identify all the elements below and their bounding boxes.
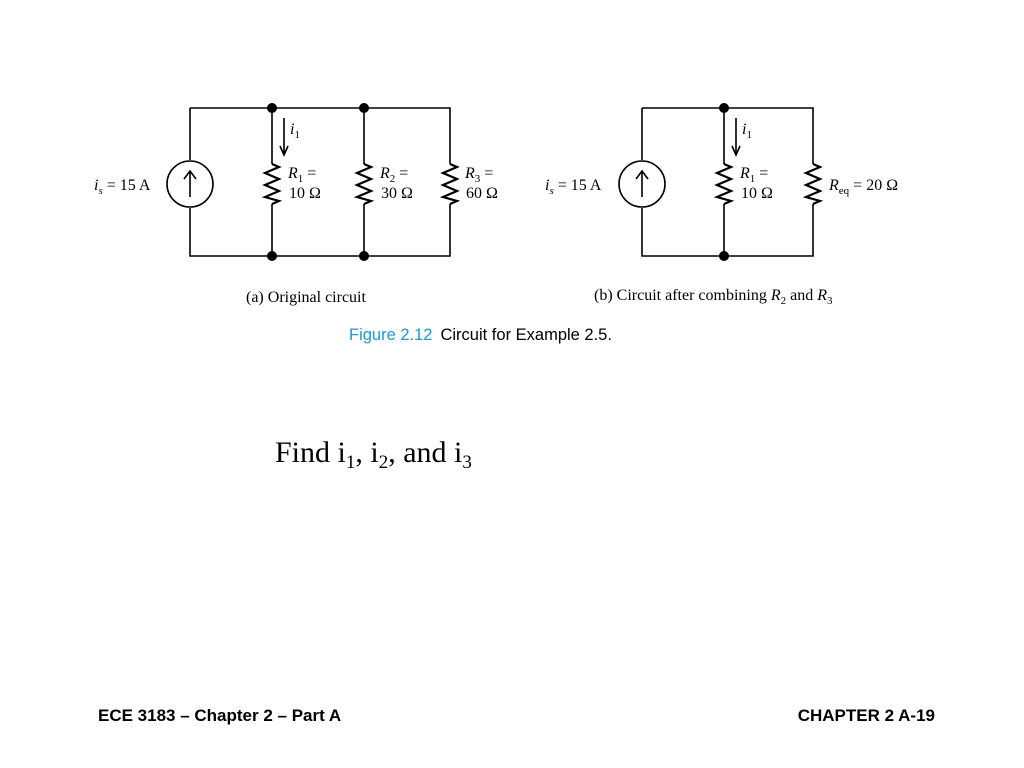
question-sub-1: 1 <box>345 452 356 473</box>
r2-value-a: 30 Ω <box>381 185 413 202</box>
question-sub-3: 3 <box>462 452 472 473</box>
footer-page-number: CHAPTER 2 A-19 <box>797 706 935 725</box>
question-text: Find i1, i2, and i3 <box>275 436 472 473</box>
source-label-b: is = 15 A <box>545 177 602 197</box>
node-dot-b2 <box>719 251 729 261</box>
r1-label-b: R1 = <box>739 165 768 185</box>
source-arrow-icon-a <box>183 169 197 197</box>
r3-label-a: R3 = <box>464 165 493 185</box>
node-dot-a4 <box>359 251 369 261</box>
resistor-r2-a <box>353 162 375 206</box>
question-sub-2: 2 <box>378 452 389 473</box>
footer-course-title: ECE 3183 – Chapter 2 – Part A <box>98 706 342 725</box>
figure-caption-text: Circuit for Example 2.5. <box>440 326 612 344</box>
r1-label-a: R1 = <box>287 165 316 185</box>
node-dot-a3 <box>267 251 277 261</box>
r1-value-b: 10 Ω <box>741 185 773 202</box>
current-arrow-icon-a <box>279 118 289 157</box>
r3-value-a: 60 Ω <box>466 185 498 202</box>
req-label-b: Req = 20 Ω <box>828 177 898 197</box>
branch-current-label-b: i1 <box>742 121 752 141</box>
resistor-r3-a <box>439 162 461 206</box>
current-source-b <box>618 160 666 208</box>
node-dot-b1 <box>719 103 729 113</box>
source-label-a: is = 15 A <box>94 177 151 197</box>
circuit-b-wires <box>641 107 814 257</box>
source-arrow-icon-b <box>635 169 649 197</box>
node-dot-a2 <box>359 103 369 113</box>
branch-current-label-a: i1 <box>290 121 300 141</box>
resistor-r1-b <box>713 162 735 206</box>
figure-caption: Figure 2.12 Circuit for Example 2.5. <box>349 326 612 345</box>
question-prefix: Find i <box>275 436 346 469</box>
figure-number: Figure 2.12 <box>349 326 433 344</box>
r1-value-a: 10 Ω <box>289 185 321 202</box>
current-arrow-icon-b <box>731 118 741 157</box>
caption-b: (b) Circuit after combining R2 and R3 <box>594 287 833 307</box>
question-sep-1: , i <box>355 436 379 469</box>
circuit-a-wires <box>189 107 451 257</box>
r2-label-a: R2 = <box>379 165 408 185</box>
current-source-a <box>166 160 214 208</box>
resistor-r1-a <box>261 162 283 206</box>
circuit-b: is = 15 A i1 R1 = 10 Ω Req = 20 Ω (b) Ci… <box>545 103 898 307</box>
caption-a: (a) Original circuit <box>246 289 367 306</box>
node-dot-a1 <box>267 103 277 113</box>
circuit-a: is = 15 A i1 R1 = 10 Ω R2 = 30 Ω R3 = 60… <box>94 103 498 306</box>
resistor-req-b <box>802 162 824 206</box>
question-sep-2: , and i <box>388 436 463 469</box>
